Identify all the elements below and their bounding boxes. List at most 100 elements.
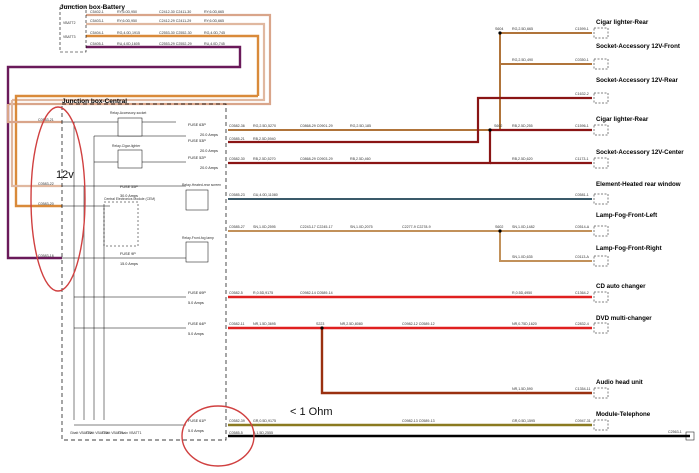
component-socket-front: Socket-Accessory 12V-Front C0350-1 <box>575 43 680 70</box>
rspec-6: R,0.5D,4950 <box>512 291 532 295</box>
component-fog-right: Lamp-Fog-Front-Right C0113-A <box>575 245 662 267</box>
annotation-ellipse-bottom <box>181 405 255 467</box>
fuse-2-rating: 20.0 Amps <box>200 166 218 170</box>
wire-cigar-rear-2 <box>228 128 592 165</box>
fuse-3-name: FUSE 55P <box>120 185 138 189</box>
svg-text:C1354-11: C1354-11 <box>575 387 591 391</box>
component-telephone: Module-Telephone C0947-31 <box>575 411 651 431</box>
wire-audio-head <box>320 328 592 395</box>
wire-0-from: C0582-36 <box>229 124 245 128</box>
svg-text:Socket-Accessory 12V-Rear: Socket-Accessory 12V-Rear <box>596 77 678 84</box>
svg-text:C1632-2: C1632-2 <box>575 92 589 96</box>
rspec-8: NR,1.5D,590 <box>512 387 533 391</box>
rspec-0: RG,2.5D,665 <box>512 27 533 31</box>
relay-fog-label: Relay-Front-fog lamp <box>182 236 214 240</box>
svg-text:Element-Heated rear window: Element-Heated rear window <box>596 181 681 188</box>
svg-text:Socket-Accessory 12V-Front: Socket-Accessory 12V-Front <box>596 43 680 50</box>
fuse-1-name: FUSE 53P <box>188 139 206 143</box>
svg-text:CD auto changer: CD auto changer <box>596 283 646 290</box>
wire-0-spec: RG,2.5D,5270 <box>253 124 276 128</box>
wire-4-mid: C2243-17 C2245-17 <box>300 225 333 229</box>
wire-battery-4 <box>6 45 242 260</box>
wire-battery-7 <box>6 104 62 124</box>
relay-heated-box <box>185 189 209 211</box>
rspec-4: SN,1.0D,1482 <box>512 225 535 229</box>
batt-row-2-mid: C2553-30 C2552-30 <box>159 31 192 35</box>
rspec-5: SN,1.0D,635 <box>512 255 533 259</box>
rspec-1: RG,2.5D,490 <box>512 58 533 62</box>
wire-6-spec2: NR,2.5D,8080 <box>340 322 363 326</box>
wire-3-spec: GU,4.0D,11080 <box>253 193 278 197</box>
splice-dot-0 <box>498 31 502 35</box>
component-heated-window: Element-Heated rear window C0581-1 <box>575 181 681 205</box>
component-socket-rear: Socket-Accessory 12V-Rear C1632-2 <box>575 77 678 104</box>
svg-text:C1599-1: C1599-1 <box>575 27 589 31</box>
batt-row-0-spec2: RY,6.0D,665 <box>204 10 224 14</box>
battery-box-title: Junction box-Battery <box>60 4 125 11</box>
relay-cigar-box <box>117 149 143 169</box>
batt-row-1-spec2: RY,6.0D,665 <box>204 19 224 23</box>
svg-text:C0581-1: C0581-1 <box>575 193 589 197</box>
ground-terminal <box>685 431 695 441</box>
central-bottom-3: Gmain VBATT1 <box>118 431 142 435</box>
svg-text:Lamp-Fog-Front-Left: Lamp-Fog-Front-Left <box>596 212 657 219</box>
splice-dot-2 <box>498 229 502 233</box>
fuse-5-name: FUSE 69P <box>188 291 206 295</box>
svg-text:C1173-1: C1173-1 <box>575 157 589 161</box>
fuse-1-rating: 20.0 Amps <box>200 149 218 153</box>
batt-row-1-mid: C2412-29 C2411-29 <box>159 19 191 23</box>
svg-text:Cigar lighter-Rear: Cigar lighter-Rear <box>596 19 649 26</box>
component-audio-head: Audio head unit C1354-11 <box>575 379 643 399</box>
rspec-2: RB,2.5D,255 <box>512 124 533 128</box>
relay-heated-label: Relay-Heated-rear screen <box>182 183 221 187</box>
wire-0-spec2: RG,2.5D,185 <box>350 124 371 128</box>
junction-box-central <box>61 103 227 441</box>
splice-dot-1 <box>488 128 492 132</box>
svg-text:C0113-A: C0113-A <box>575 255 590 259</box>
svg-text:Lamp-Fog-Front-Right: Lamp-Fog-Front-Right <box>596 245 662 252</box>
splice-1: S602 <box>494 124 502 128</box>
annotation-voltage: 12v <box>56 169 74 181</box>
wire-4-spec2: SN,1.0D,2075 <box>350 225 373 229</box>
batt-row-3-spec1: RU,4.0D,1605 <box>117 42 140 46</box>
fuse-0-rating: 20.0 Amps <box>200 133 218 137</box>
relay-accessory-box <box>117 117 143 137</box>
central-bottom-2: Gbatt VBATT1 <box>102 431 124 435</box>
central-bottom-1: Gbatt VBATT3 <box>86 431 108 435</box>
splice-dot-3 <box>320 326 324 330</box>
fuse-5-rating: 5.0 Amps <box>188 301 204 305</box>
batt-row-2-spec2: RG,4.0D,745 <box>204 31 225 35</box>
rspec-3: RB,2.5D,620 <box>512 157 533 161</box>
vbatt3-label: VBATT3 <box>63 35 76 39</box>
svg-text:Cigar lighter-Rear: Cigar lighter-Rear <box>596 116 649 123</box>
wire-battery-2 <box>12 22 266 102</box>
svg-text:C1596-1: C1596-1 <box>575 124 589 128</box>
central-bottom-0: Gbatt VBATT2 <box>70 431 92 435</box>
component-dvd-changer: DVD multi-changer C2832-4 <box>575 315 652 334</box>
svg-text:C0514-A: C0514-A <box>575 225 590 229</box>
fuse-0-name: FUSE 63P <box>188 123 206 127</box>
relay-cigar-label: Relay-Cigar-lighter <box>112 144 141 148</box>
wire-battery-1 <box>8 13 272 106</box>
svg-text:C2832-4: C2832-4 <box>575 322 589 326</box>
central-box-title: Junction box-Central <box>62 98 127 105</box>
wire-battery-6 <box>10 100 62 188</box>
svg-text:Module-Telephone: Module-Telephone <box>596 411 651 418</box>
central-conn-0: C0583-21 <box>38 118 54 122</box>
splice-0: S604 <box>495 27 503 31</box>
component-socket-center: Socket-Accessory 12V-Center C1173-1 <box>575 149 684 169</box>
svg-text:Socket-Accessory 12V-Center: Socket-Accessory 12V-Center <box>596 149 684 156</box>
component-fog-left: Lamp-Fog-Front-Left C0514-A <box>575 212 657 237</box>
batt-row-1-left: C5403-1 <box>90 19 104 23</box>
fuse-2-name: FUSE 52P <box>188 156 206 160</box>
fuse-6-rating: 5.0 Amps <box>188 332 204 336</box>
wire-6-from: C0582-11 <box>229 322 245 326</box>
svg-text:Audio head unit: Audio head unit <box>596 379 643 386</box>
rspec-7: NR,0.75D,1620 <box>512 322 537 326</box>
batt-row-0-spec1: RY,6.0D,950 <box>117 10 137 14</box>
wire-7-from: C0582-39 <box>229 419 245 423</box>
wire-2-mid: C0868-29 C0903-29 <box>300 157 333 161</box>
wire-0-mid: C0868-29 C0901-29 <box>300 124 333 128</box>
central-conn-2: C0583-20 <box>38 202 54 206</box>
wire-socket-rear <box>228 96 592 144</box>
